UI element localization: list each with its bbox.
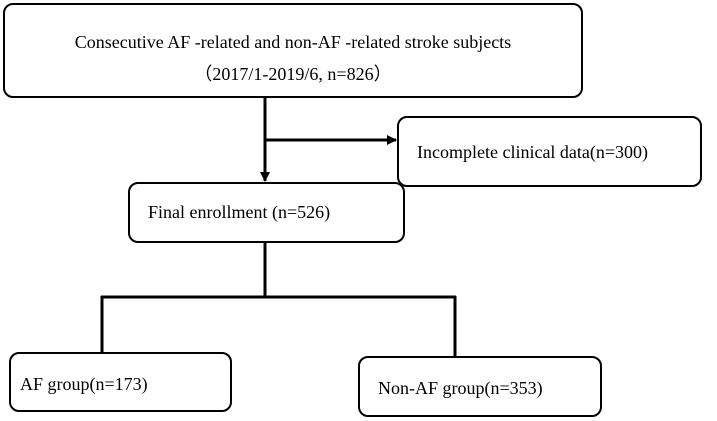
final-enrollment-box: Final enrollment (n=526) (128, 182, 405, 243)
source-population-box: Consecutive AF -related and non-AF -rela… (3, 3, 583, 98)
source-population-period: （2017/1-2019/6, n=826） (194, 64, 392, 84)
source-population-label: Consecutive AF -related and non-AF -rela… (74, 32, 512, 52)
excluded-label: Incomplete clinical data(n=300) (417, 142, 649, 162)
af-group-label: AF group(n=173) (20, 374, 148, 394)
excluded-box: Incomplete clinical data(n=300) (397, 116, 702, 187)
non-af-group-box: Non-AF group(n=353) (358, 356, 602, 417)
final-enrollment-label: Final enrollment (n=526) (148, 202, 331, 222)
non-af-group-label: Non-AF group(n=353) (378, 378, 543, 398)
af-group-box: AF group(n=173) (9, 352, 232, 412)
